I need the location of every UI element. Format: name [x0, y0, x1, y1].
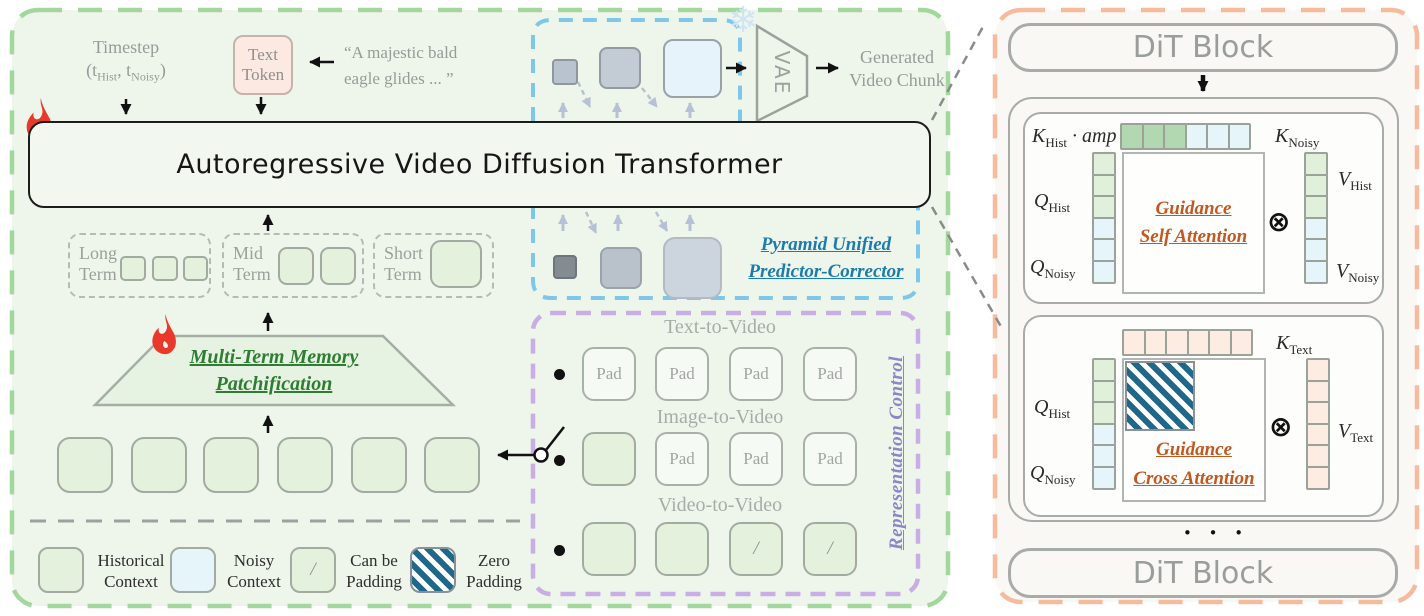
zero-padding-block [1125, 361, 1195, 431]
pyramid-box-top-border [531, 18, 742, 121]
k-noisy-label: KNoisy [1275, 125, 1320, 150]
prompt-text: “A majestic bald eagle glides ... ” [344, 43, 458, 88]
memory-cell [120, 256, 146, 281]
legend-canpad-swatch: / [290, 547, 336, 593]
pad-cell: Pad [803, 432, 857, 486]
long-term-label: Long Term [79, 243, 117, 284]
pyramid-dashed-links [576, 81, 669, 234]
legend-noisy-swatch [170, 547, 216, 593]
context-frame [57, 437, 113, 493]
q-hist-label: QHist [1034, 190, 1071, 215]
k-hist-amp-label: KHist · amp [1032, 125, 1117, 150]
snowflake-icon: ❄ [728, 0, 759, 41]
latent-square-small [552, 59, 578, 85]
transformer-box: Autoregressive Video Diffusion Transform… [28, 121, 931, 208]
q-column-cells [1092, 358, 1116, 490]
transformer-label: Autoregressive Video Diffusion Transform… [176, 149, 783, 180]
memory-cell [430, 240, 482, 288]
patchification-trapezoid [92, 334, 457, 407]
v-noisy-label: VNoisy [1336, 260, 1380, 285]
video-to-video-label: Video-to-Video [657, 494, 783, 516]
representation-control-title: Representation Control [886, 355, 907, 551]
context-frame [131, 437, 187, 493]
short-term-label: Short Term [384, 243, 424, 284]
noisy-square-large [663, 237, 722, 299]
flame-icon [152, 314, 176, 355]
timestep-line1: Timestep [92, 37, 160, 57]
k-row-cells [1120, 123, 1251, 150]
q-hist-label: QHist [1034, 396, 1071, 421]
vae-label: VAE [770, 50, 794, 96]
context-frame [424, 437, 480, 493]
memory-cell [278, 247, 314, 285]
generated-video-chunk-label: Generated Video Chunk [849, 47, 945, 91]
legend-historical-swatch [38, 547, 84, 593]
pad-cell: Pad [803, 347, 857, 401]
hist-cell [582, 432, 636, 486]
bullet-icon [554, 545, 565, 556]
switch-icon [533, 426, 565, 463]
short-term-box: Short Term [373, 233, 494, 298]
v-text-column-cells [1306, 358, 1330, 490]
attention-container [1008, 97, 1399, 522]
bullet-icon [554, 369, 565, 380]
q-noisy-label: QNoisy [1030, 462, 1076, 487]
v-column-cells [1304, 152, 1328, 284]
otimes-icon: ⊗ [1269, 410, 1293, 443]
timestep-label: Timestep (tHist, tNoisy) [60, 36, 192, 84]
image-to-video-label: Image-to-Video [656, 406, 784, 428]
pyramid-unified-title: Pyramid Unified Predictor-Corrector [748, 234, 904, 282]
hist-cell [655, 522, 709, 576]
v-text-label: VText [1338, 420, 1374, 445]
memory-cell [320, 247, 356, 285]
context-frame [277, 437, 333, 493]
memory-cell [183, 256, 208, 281]
text-to-video-label: Text-to-Video [664, 316, 776, 338]
otimes-icon: ⊗ [1267, 205, 1291, 238]
dit-block-top: DiT Block [1008, 23, 1398, 72]
k-text-label: KText [1276, 332, 1313, 357]
mid-term-box: Mid Term [222, 233, 364, 298]
hist-cell [582, 522, 636, 576]
pyramid-box-bottom-border [531, 205, 920, 300]
latent-square-medium [599, 47, 641, 89]
context-frame [351, 437, 407, 493]
k-text-row-cells [1122, 329, 1253, 356]
pad-cell: Pad [655, 347, 709, 401]
can-be-padding-cell: / [803, 522, 857, 576]
pad-cell: Pad [655, 432, 709, 486]
latent-square-large [663, 39, 722, 98]
q-column-cells [1092, 152, 1116, 284]
bullet-icon [554, 455, 565, 466]
context-frame [203, 437, 259, 493]
legend-zero-swatch [410, 547, 456, 593]
mid-term-label: Mid Term [233, 243, 271, 284]
can-be-padding-cell: / [729, 522, 783, 576]
timestep-line2: (tHist, tNoisy) [86, 59, 166, 84]
memory-cell [152, 256, 178, 281]
dit-block-bottom: DiT Block [1008, 548, 1398, 598]
long-term-box: Long Term [68, 233, 211, 298]
zoom-connector-top [930, 22, 987, 121]
pad-cell: Pad [729, 432, 783, 486]
pyramid-arrows [558, 102, 695, 231]
v-hist-label: VHist [1338, 168, 1372, 193]
pad-cell: Pad [582, 347, 636, 401]
ellipsis: • • • [1183, 524, 1250, 542]
noisy-square-small [553, 255, 577, 279]
zoom-connector-bottom [930, 206, 1005, 331]
patchification-title: Multi-Term Memory Patchification [189, 346, 359, 395]
vae-trapezoid [755, 23, 809, 124]
flow-arrows [120, 56, 839, 461]
noisy-square-medium [600, 247, 642, 289]
pad-cell: Pad [729, 347, 783, 401]
q-noisy-label: QNoisy [1030, 256, 1076, 281]
